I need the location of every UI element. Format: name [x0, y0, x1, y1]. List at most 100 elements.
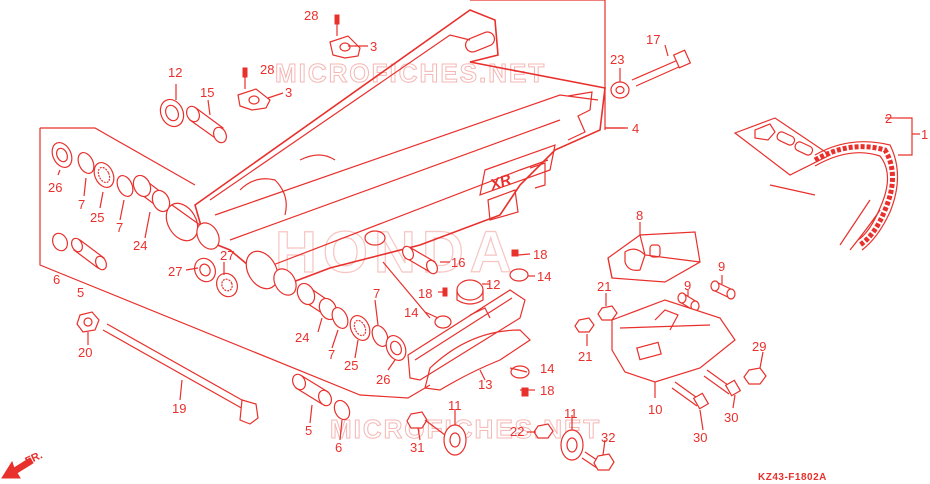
roller-11-right — [560, 429, 584, 461]
callout-21: 21 — [597, 279, 611, 294]
collar-14-a — [509, 268, 529, 282]
callout-26: 26 — [48, 180, 62, 195]
front-label: FR. — [23, 449, 44, 467]
callout-5: 5 — [305, 423, 312, 438]
callout-29: 29 — [752, 339, 766, 354]
callout-7: 7 — [328, 347, 335, 362]
callout-3: 3 — [285, 85, 292, 100]
callout-25: 25 — [90, 210, 104, 225]
washer-7-c — [331, 307, 349, 329]
seal-27-b — [216, 272, 238, 298]
callout-3: 3 — [370, 39, 377, 54]
bearing-25-right — [349, 315, 371, 341]
seal-26-right — [385, 335, 407, 361]
callout-9: 9 — [684, 278, 691, 293]
callout-8: 8 — [636, 208, 643, 223]
callout-19: 19 — [172, 401, 186, 416]
callout-10: 10 — [648, 402, 662, 417]
callout-23: 23 — [610, 52, 624, 67]
callout-20: 20 — [78, 345, 92, 360]
bolt-30-b — [671, 381, 710, 410]
callout-17: 17 — [646, 32, 660, 47]
callout-16: 16 — [451, 255, 465, 270]
bolt-31 — [406, 411, 446, 436]
callout-24: 24 — [295, 330, 309, 345]
callout-4: 4 — [632, 121, 639, 136]
seal-26-left — [51, 142, 73, 168]
bracket-3-upper — [329, 14, 361, 59]
diagram-code: KZ43-F1802A — [758, 472, 827, 483]
callout-7: 7 — [373, 286, 380, 301]
callout-31: 31 — [410, 440, 424, 455]
callout-13: 13 — [478, 377, 492, 392]
drive-chain — [733, 117, 899, 251]
leader-lines — [57, 44, 898, 456]
washer-6-right — [333, 399, 351, 421]
callout-22: 22 — [510, 424, 524, 439]
callout-27: 27 — [220, 248, 234, 263]
callout-12: 12 — [168, 65, 182, 80]
nut-29 — [743, 367, 767, 385]
pivot-bolt-19 — [102, 323, 259, 425]
svg-text:XR: XR — [487, 171, 513, 194]
callout-5: 5 — [77, 285, 84, 300]
callout-11: 11 — [448, 398, 462, 413]
washer-7-b — [116, 175, 134, 197]
callout-30: 30 — [693, 430, 707, 445]
callout-28: 28 — [304, 8, 318, 23]
callout-12: 12 — [486, 277, 500, 292]
collar-24-left — [132, 174, 171, 213]
roller-12 — [456, 279, 484, 305]
collar-16 — [401, 245, 439, 275]
callout-14: 14 — [540, 361, 554, 376]
callout-6: 6 — [335, 440, 342, 455]
callout-2: 2 — [885, 111, 892, 126]
collar-24-right — [296, 282, 338, 321]
collar-14-b — [434, 315, 452, 329]
callout-15: 15 — [200, 85, 214, 100]
dust-seal-12-upper — [159, 98, 185, 128]
callout-24: 24 — [133, 238, 147, 253]
callout-32: 32 — [601, 430, 615, 445]
screw-18-a — [511, 249, 519, 257]
callout-1: 1 — [921, 127, 928, 142]
collar-5-right — [291, 373, 333, 407]
callout-9: 9 — [718, 259, 725, 274]
callout-27: 27 — [168, 264, 182, 279]
callout-7: 7 — [78, 197, 85, 212]
bracket-3-lower — [237, 67, 271, 111]
callout-25: 25 — [344, 358, 358, 373]
left-group-outline — [39, 128, 431, 399]
nut-23 — [610, 81, 630, 99]
callout-18: 18 — [540, 383, 554, 398]
screw-18-c — [521, 387, 529, 397]
callout-26: 26 — [376, 372, 390, 387]
roller-11-left — [443, 424, 467, 456]
callout-6: 6 — [53, 272, 60, 287]
front-direction-marker: FR. — [1, 449, 45, 479]
callout-11: 11 — [564, 406, 578, 421]
swingarm-body: XR — [165, 9, 606, 296]
bolt-30-a — [703, 369, 742, 397]
swingarm-bracket — [470, 0, 606, 130]
collar-5-left — [70, 237, 108, 271]
nut-21-b — [574, 317, 595, 333]
washer-7-a — [77, 152, 95, 174]
callout-7: 7 — [116, 220, 123, 235]
bearing-25-left — [93, 162, 115, 188]
bushing-15 — [185, 105, 228, 144]
washer-6-left — [52, 232, 68, 252]
callout-28: 28 — [260, 62, 274, 77]
callout-14: 14 — [537, 269, 551, 284]
callout-18: 18 — [533, 247, 547, 262]
chain-guide-slider-8 — [607, 231, 701, 283]
chain-bracket — [898, 117, 913, 156]
collar-9-a — [710, 280, 736, 300]
seal-27-a — [194, 257, 216, 283]
chain-guide-10 — [611, 299, 736, 383]
callout-14: 14 — [404, 305, 418, 320]
chain-slider-13 — [407, 289, 531, 391]
bolt-17 — [631, 49, 692, 87]
